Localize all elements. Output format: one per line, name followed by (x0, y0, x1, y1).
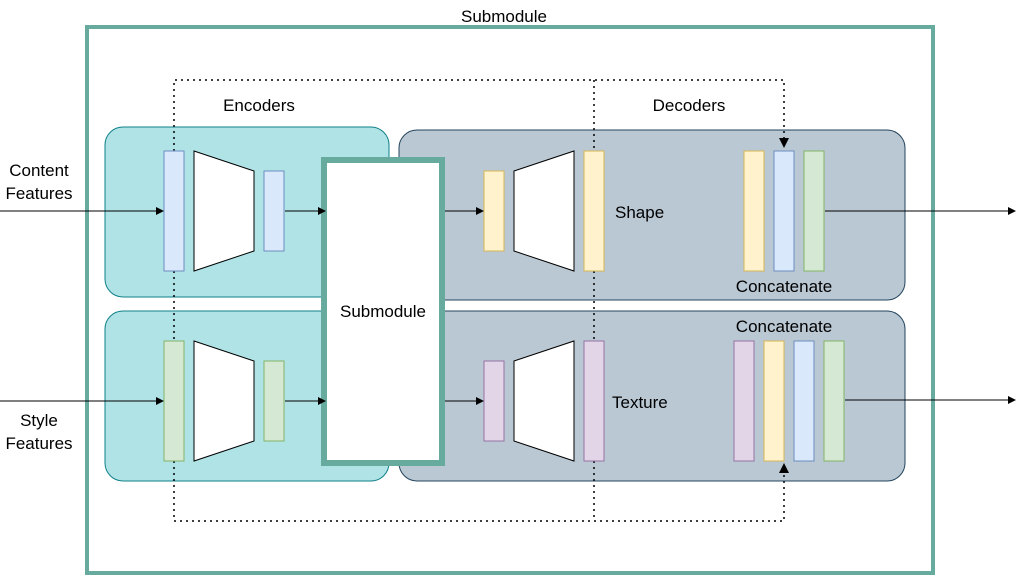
content-features-label-line1: Content (9, 161, 69, 180)
content-latent-block (263, 170, 285, 252)
concat-bottom-green-block (823, 340, 845, 462)
content-features-label-line2: Features (5, 184, 72, 203)
style-features-label-line2: Features (5, 434, 72, 453)
concatenate-top-label: Concatenate (736, 277, 832, 296)
texture-output-block (583, 340, 605, 462)
concat-bottom-blue-block (793, 340, 815, 462)
concat-bottom-purple-block (733, 340, 755, 462)
concatenate-bottom-label: Concatenate (736, 317, 832, 336)
concat-top-blue-block (773, 150, 795, 272)
style-encoder-trapezoid (193, 340, 255, 462)
texture-label: Texture (612, 393, 668, 412)
concat-bottom-yellow-block (763, 340, 785, 462)
skip-arrowhead-bottom (779, 463, 789, 473)
inner-submodule-label: Submodule (340, 302, 426, 321)
shape-decoder-trapezoid (513, 150, 575, 272)
content-encoder-trapezoid (193, 150, 255, 272)
shape-label: Shape (615, 203, 664, 222)
decoders-label: Decoders (653, 96, 726, 115)
content-input-block (163, 150, 185, 272)
outer-submodule-title: Submodule (461, 7, 547, 26)
flow-arrows (0, 207, 1016, 405)
skip-connection-lines (173, 79, 785, 522)
texture-latent-block (483, 360, 505, 442)
skip-connection-bottom (173, 461, 785, 522)
inner-submodule-box (321, 157, 445, 466)
style-input-block (163, 340, 185, 462)
style-features-label-line1: Style (20, 411, 58, 430)
concat-top-green-block (803, 150, 825, 272)
texture-decoder-trapezoid (513, 340, 575, 462)
shape-output-block (583, 150, 605, 272)
style-latent-block (263, 360, 285, 442)
shape-latent-block (483, 170, 505, 252)
encoders-label: Encoders (223, 96, 295, 115)
skip-arrowhead-top (779, 138, 789, 148)
outer-submodule-frame (85, 25, 935, 575)
concat-top-yellow-block (743, 150, 765, 272)
